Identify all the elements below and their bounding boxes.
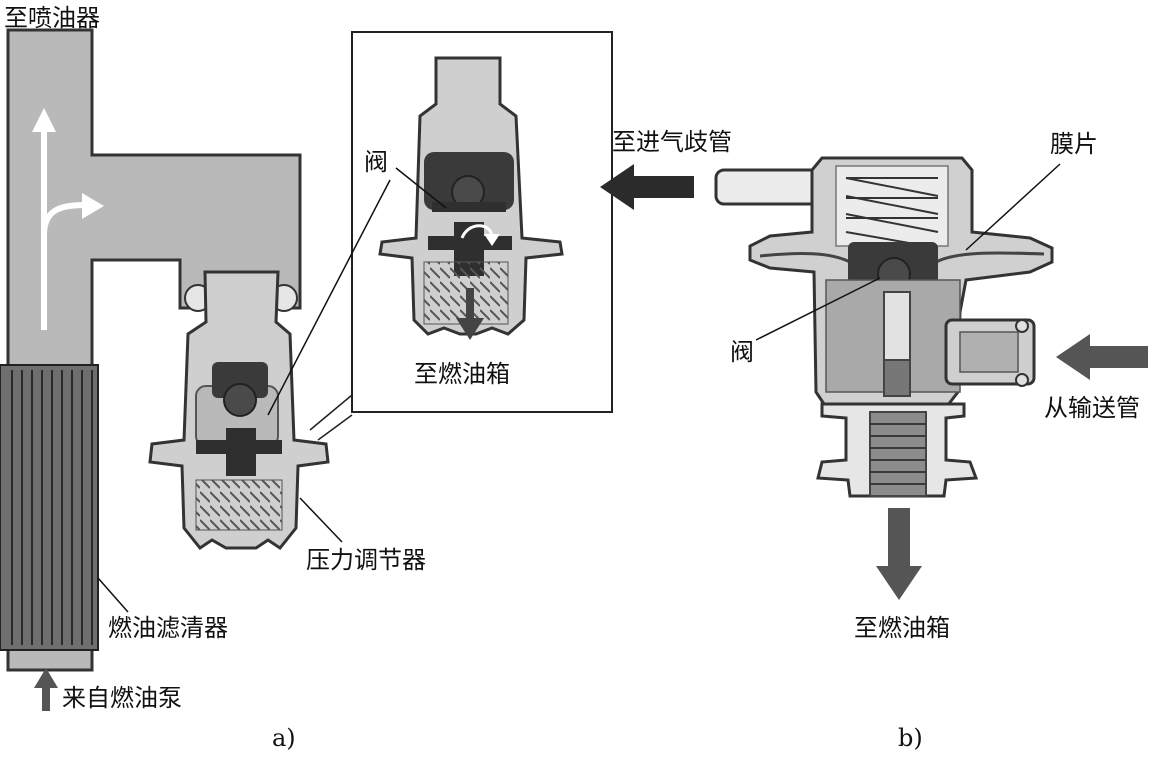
diagram-a: 至喷油器 阀 至燃油箱 压力调节器 燃油滤清器 来自燃油泵 a) xyxy=(0,4,613,752)
label-from-pump: 来自燃油泵 xyxy=(62,684,182,712)
pump-inlet-arrow xyxy=(34,668,58,711)
diagram-b: 至进气歧管 膜片 阀 从输送管 至燃油箱 b) xyxy=(600,128,1148,752)
label-from-delivery-pipe: 从输送管 xyxy=(1044,394,1140,422)
label-fuel-filter: 燃油滤清器 xyxy=(108,614,228,642)
valve-a-callout-line-2 xyxy=(267,179,391,416)
outlet-base xyxy=(816,402,979,498)
label-valve-a: 阀 xyxy=(364,148,388,176)
label-to-intake-manifold: 至进气歧管 xyxy=(612,128,732,156)
diaphragm-callout-line xyxy=(965,163,1061,251)
rail-flow-arrows xyxy=(32,108,104,330)
detail-flow-curve xyxy=(460,224,494,239)
valve-b-callout-line xyxy=(755,277,881,341)
pressure-regulator-small xyxy=(148,270,330,551)
detail-tank-arrow-shaft xyxy=(466,288,474,320)
detail-callout-line-2 xyxy=(317,414,353,441)
rail-branch-arrow xyxy=(41,202,86,236)
regulator-body-b xyxy=(748,156,1054,412)
filter-callout-line xyxy=(97,577,129,613)
label-diaphragm: 膜片 xyxy=(1050,130,1098,158)
label-to-injector: 至喷油器 xyxy=(4,4,100,32)
label-valve-b: 阀 xyxy=(730,338,754,366)
tank-outlet-arrow xyxy=(876,508,922,600)
fuel-filter xyxy=(0,364,99,651)
label-to-tank-b: 至燃油箱 xyxy=(854,614,950,642)
label-pressure-regulator: 压力调节器 xyxy=(306,546,426,574)
label-to-tank-a: 至燃油箱 xyxy=(414,360,510,388)
detail-tank-arrow-head xyxy=(456,318,484,340)
regulator-detail-box xyxy=(351,31,613,413)
detail-callout-line-1 xyxy=(309,394,353,431)
caption-a: a) xyxy=(272,724,296,752)
valve-a-callout-line-1 xyxy=(395,167,447,209)
caption-b: b) xyxy=(898,724,923,752)
inlet-fitting xyxy=(944,318,1036,387)
intake-manifold-arrow xyxy=(600,164,694,210)
regulator-callout-line xyxy=(299,497,343,543)
delivery-inlet-arrow xyxy=(1056,334,1148,380)
